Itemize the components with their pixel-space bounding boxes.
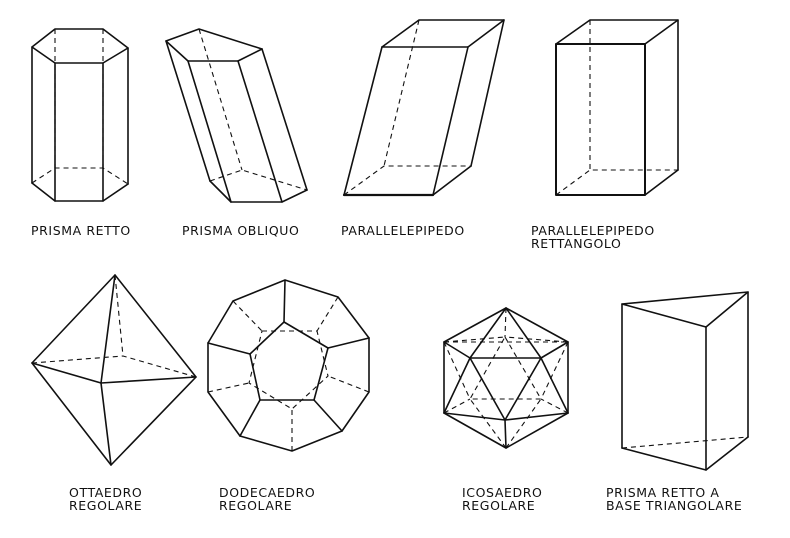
right-hexagonal-prism	[31, 28, 129, 202]
label-line: PRISMA RETTO A	[606, 485, 720, 500]
label-line: OTTAEDRO	[69, 485, 143, 500]
regular-octahedron	[31, 274, 197, 466]
label-line: PARALLELEPIPEDO	[531, 223, 655, 238]
regular-icosahedron	[443, 307, 569, 449]
label-line: PRISMA RETTO	[31, 223, 131, 238]
right-triangular-prism	[621, 291, 749, 471]
label-line: REGOLARE	[69, 498, 143, 513]
label-line: BASE TRIANGOLARE	[606, 498, 743, 513]
label-line: PARALLELEPIPEDO	[341, 223, 465, 238]
rectangular-parallelepiped	[555, 19, 679, 196]
label-line: RETTANGOLO	[531, 236, 622, 251]
label-prisma-obliquo: PRISMA OBLIQUO	[182, 224, 299, 237]
label-line: PRISMA OBLIQUO	[182, 223, 300, 238]
label-line: REGOLARE	[219, 498, 293, 513]
label-line: ICOSAEDRO	[462, 485, 543, 500]
regular-dodecahedron	[207, 279, 370, 452]
label-prisma-retto: PRISMA RETTO	[31, 224, 131, 237]
label-parallelepipedo: PARALLELEPIPEDO	[341, 224, 465, 237]
label-line: REGOLARE	[462, 498, 536, 513]
label-line: DODECAEDRO	[219, 485, 316, 500]
parallelepiped	[342, 19, 505, 197]
oblique-prism	[165, 28, 308, 203]
